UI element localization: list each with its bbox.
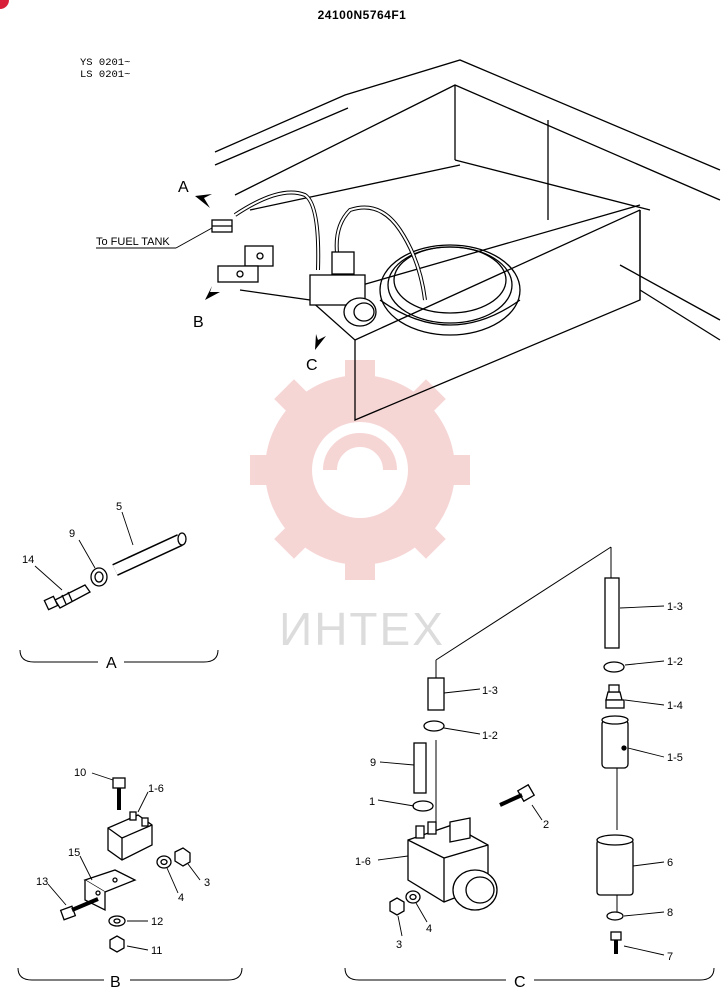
part-c-2: 2 <box>543 819 549 831</box>
part-c-1-6: 1-6 <box>355 856 371 868</box>
part-c-8: 8 <box>667 907 673 919</box>
view-c-frame-lines <box>435 546 618 912</box>
view-a-bracket <box>19 649 219 663</box>
arrow-a-label: A <box>178 179 189 196</box>
document-id: 24100N5764F1 <box>317 8 407 22</box>
view-b-drawing <box>59 777 191 953</box>
part-c-1-2-left: 1-2 <box>482 730 498 742</box>
part-b-3: 3 <box>204 877 210 889</box>
arrow-b-label: B <box>193 314 204 331</box>
part-b-12: 12 <box>151 916 163 928</box>
view-c-drawing <box>389 577 634 954</box>
part-c-1-3-right: 1-3 <box>667 601 683 613</box>
arrow-c-icon <box>315 334 326 350</box>
view-arrows <box>195 194 326 350</box>
part-a-14: 14 <box>22 554 34 566</box>
part-b-11: 11 <box>151 945 162 957</box>
part-a-9: 9 <box>69 528 75 540</box>
view-b-leaders <box>47 772 201 951</box>
watermark-gear-icon <box>250 360 470 580</box>
fuel-tank-note: To FUEL TANK <box>96 236 170 248</box>
part-c-7: 7 <box>667 951 673 963</box>
view-a-drawing <box>43 532 187 611</box>
serial-range: YS 0201~ LS 0201~ <box>80 57 130 81</box>
view-c-leaders <box>377 605 665 956</box>
view-c-bracket <box>344 967 715 981</box>
arrow-c-label: C <box>306 357 318 374</box>
part-c-1-4: 1-4 <box>667 700 683 712</box>
part-c-3: 3 <box>396 939 402 951</box>
view-b-bracket <box>17 967 243 981</box>
serial-line-1: YS 0201~ <box>80 57 131 69</box>
part-c-6: 6 <box>667 857 673 869</box>
part-c-1-5: 1-5 <box>667 752 683 764</box>
view-a-title: A <box>106 655 117 672</box>
part-c-1: 1 <box>369 796 375 808</box>
part-c-1-2-right: 1-2 <box>667 656 683 668</box>
part-b-13: 13 <box>36 876 48 888</box>
view-c-title: C <box>514 974 526 991</box>
overview-drawing <box>211 59 721 421</box>
view-b-title: B <box>110 974 121 991</box>
arrow-b-icon <box>205 286 220 300</box>
part-c-9: 9 <box>370 757 376 769</box>
part-b-1-6: 1-6 <box>148 783 164 795</box>
watermark-text: ИНТЕХ <box>279 603 445 655</box>
part-c-4: 4 <box>426 923 432 935</box>
corner-badge <box>0 0 9 9</box>
serial-line-2: LS 0201~ <box>80 69 131 81</box>
part-a-5: 5 <box>116 501 122 513</box>
view-a-leaders <box>34 511 134 591</box>
part-b-4: 4 <box>178 892 184 904</box>
part-b-15: 15 <box>68 847 80 859</box>
arrow-a-icon <box>195 194 212 208</box>
part-b-10: 10 <box>74 767 86 779</box>
part-c-1-3-left: 1-3 <box>482 685 498 697</box>
